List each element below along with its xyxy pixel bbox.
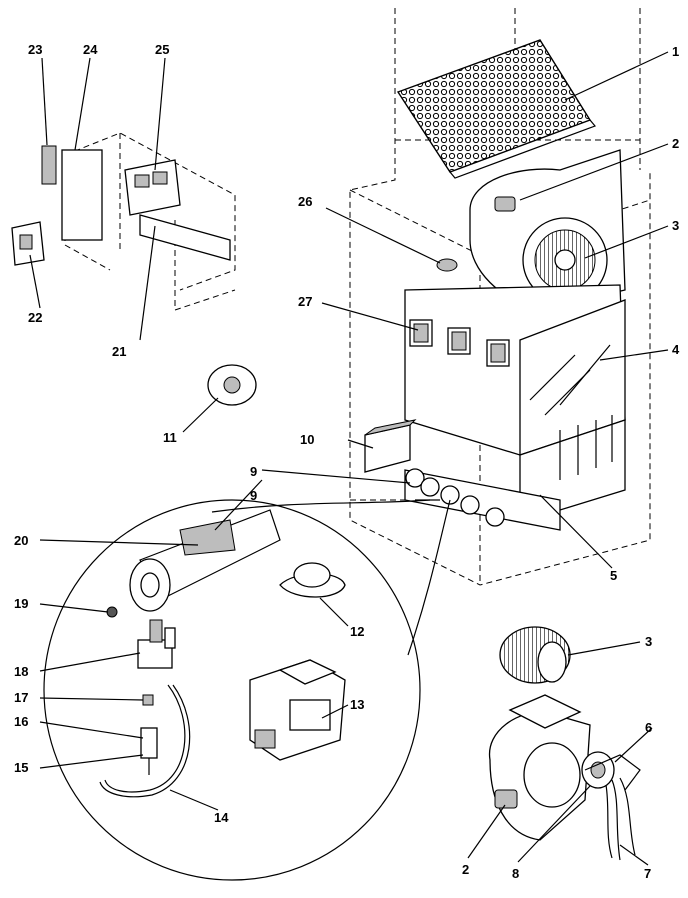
- callout-16: 16: [14, 714, 28, 729]
- blower-motor: [581, 751, 641, 791]
- callout-3-lower: 3: [645, 634, 652, 649]
- gas-valve: [249, 659, 346, 761]
- callout-25: 25: [155, 42, 169, 57]
- callout-3-upper: 3: [672, 218, 679, 233]
- callout-9-upper: 9: [250, 464, 257, 479]
- callout-17: 17: [14, 690, 28, 705]
- callout-4: 4: [672, 342, 680, 357]
- control-panel-assembly: [41, 132, 236, 311]
- callout-22: 22: [28, 310, 42, 325]
- callout-5: 5: [610, 568, 617, 583]
- callout-18: 18: [14, 664, 28, 679]
- blower-housing: [489, 694, 591, 841]
- callout-8: 8: [512, 866, 519, 881]
- rollout-switch: [207, 364, 257, 406]
- pilot-tubing: [99, 684, 191, 798]
- motor-wires: [605, 777, 636, 861]
- callout-24: 24: [83, 42, 98, 57]
- air-filter: [396, 39, 597, 179]
- callout-9-lower: 9: [250, 488, 257, 503]
- callout-1: 1: [672, 44, 679, 59]
- callout-labels: 1 2 3 4 5 9 10 11 20 9 12 19 18 17 16 15…: [14, 42, 680, 881]
- limit-disc: [279, 562, 346, 598]
- callout-11: 11: [163, 430, 177, 445]
- callout-27: 27: [298, 294, 312, 309]
- callout-14: 14: [214, 810, 229, 825]
- blower-wheel: [499, 626, 571, 684]
- callout-26: 26: [298, 194, 312, 209]
- callout-2-lower: 2: [462, 862, 469, 877]
- door-switch: [11, 221, 45, 266]
- callout-21: 21: [112, 344, 126, 359]
- limit-switch: [436, 258, 458, 272]
- callout-23: 23: [28, 42, 42, 57]
- callout-19: 19: [14, 596, 28, 611]
- callout-15: 15: [14, 760, 28, 775]
- callout-20: 20: [14, 533, 28, 548]
- callout-6: 6: [645, 720, 652, 735]
- burner-row: [404, 468, 561, 531]
- thermocouple-assembly: [140, 694, 158, 775]
- gas-valve-detail-group: [43, 499, 421, 881]
- callout-2-upper: 2: [672, 136, 679, 151]
- callout-13: 13: [350, 697, 364, 712]
- callout-7: 7: [644, 866, 651, 881]
- callout-12: 12: [350, 624, 364, 639]
- leader-lines: [29, 51, 669, 866]
- control-box: [364, 419, 417, 473]
- vent-ports: [409, 319, 510, 367]
- pilot-assembly: [137, 619, 176, 669]
- callout-10: 10: [300, 432, 314, 447]
